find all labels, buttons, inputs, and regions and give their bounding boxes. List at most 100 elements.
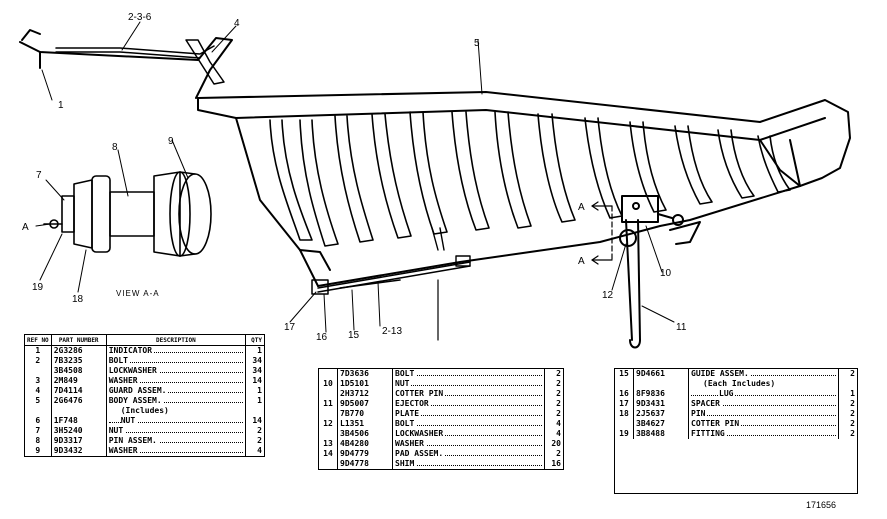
part-description: EJECTOR [393, 399, 545, 409]
part-number: 2G6476 [51, 396, 107, 406]
quantity: 20 [544, 439, 563, 449]
part-description: WASHER [106, 446, 245, 456]
ref-number [319, 429, 338, 439]
callout-10: 10 [660, 268, 672, 279]
ref-number [319, 409, 338, 419]
ref-number: 10 [319, 379, 338, 389]
part-description: NUT [106, 426, 245, 436]
quantity: 4 [544, 419, 563, 429]
callout-4: 4 [234, 18, 240, 29]
part-description: LOCKWASHER [106, 366, 245, 376]
section-mark-a-top: A [578, 202, 585, 213]
ejector [619, 195, 684, 349]
part-description: COTTER PIN [393, 389, 545, 399]
ref-number: 1 [25, 345, 52, 356]
part-description: SHIM [393, 459, 545, 469]
header-description: DESCRIPTION [106, 335, 246, 346]
part-description: WASHER [393, 439, 545, 449]
ref-number: 13 [319, 439, 338, 449]
ref-number: 17 [615, 399, 634, 409]
part-number: 9D3431 [633, 399, 689, 409]
ref-number: 14 [319, 449, 338, 459]
section-mark-a-bottom: A [578, 256, 585, 267]
quantity [245, 406, 264, 416]
quantity: 2 [245, 426, 264, 436]
part-number: 9D4779 [337, 449, 393, 459]
part-number: 7B3235 [51, 356, 107, 366]
ref-number: 3 [25, 376, 52, 386]
part-number [51, 406, 107, 416]
part-number [633, 379, 689, 389]
part-description: GUARD ASSEM. [106, 386, 245, 396]
part-description: (Includes) [120, 406, 171, 415]
ref-number: 9 [25, 446, 52, 456]
part-description: PLATE [393, 409, 545, 419]
part-description: INDICATOR [106, 346, 245, 357]
ref-number [319, 389, 338, 399]
part-number: 3B4627 [633, 419, 689, 429]
part-number: 2M849 [51, 376, 107, 386]
quantity: 2 [838, 419, 857, 429]
section-line [591, 201, 613, 265]
view-a-a-assembly [43, 171, 212, 257]
part-description: PAD ASSEM. [393, 449, 545, 459]
part-number: 3B4508 [51, 366, 107, 376]
part-description: LOCKWASHER [393, 429, 545, 439]
quantity: 2 [544, 399, 563, 409]
callout-1: 1 [58, 100, 64, 111]
callout-5: 5 [474, 38, 480, 49]
part-number: L1351 [337, 419, 393, 429]
quantity: 2 [838, 429, 857, 439]
callout-11: 11 [676, 322, 687, 333]
leader-lines [35, 21, 675, 333]
part-number: 2G3286 [51, 345, 107, 356]
ref-number [319, 369, 338, 379]
quantity: 4 [544, 429, 563, 439]
part-number: 3B8488 [633, 429, 689, 439]
guard [185, 39, 225, 85]
quantity: 2 [838, 369, 857, 379]
ref-number: 11 [319, 399, 338, 409]
part-description: SPACER [689, 399, 839, 409]
part-description: NUT [393, 379, 545, 389]
ref-number: 18 [615, 409, 634, 419]
drawing-number: 171656 [806, 500, 836, 510]
ref-number: 12 [319, 419, 338, 429]
hinge-parts [431, 227, 471, 341]
quantity: 14 [245, 376, 264, 386]
part-description: NUT [106, 416, 245, 426]
ref-number: 19 [615, 429, 634, 439]
callout-8: 8 [112, 142, 118, 153]
part-description: BODY ASSEM. [106, 396, 245, 406]
quantity: 2 [544, 409, 563, 419]
part-number: 9D3317 [51, 436, 107, 446]
part-number: 9D4778 [337, 459, 393, 469]
header-ref: REF NO [25, 335, 52, 346]
callout-19: A [22, 222, 29, 233]
quantity: 2 [544, 379, 563, 389]
part-number: 2H3712 [337, 389, 393, 399]
part-number: 1F748 [51, 416, 107, 426]
quantity: 2 [544, 369, 563, 379]
quantity: 4 [245, 446, 264, 456]
quantity: 2 [245, 436, 264, 446]
ref-number [319, 459, 338, 469]
part-number: 2J5637 [633, 409, 689, 419]
